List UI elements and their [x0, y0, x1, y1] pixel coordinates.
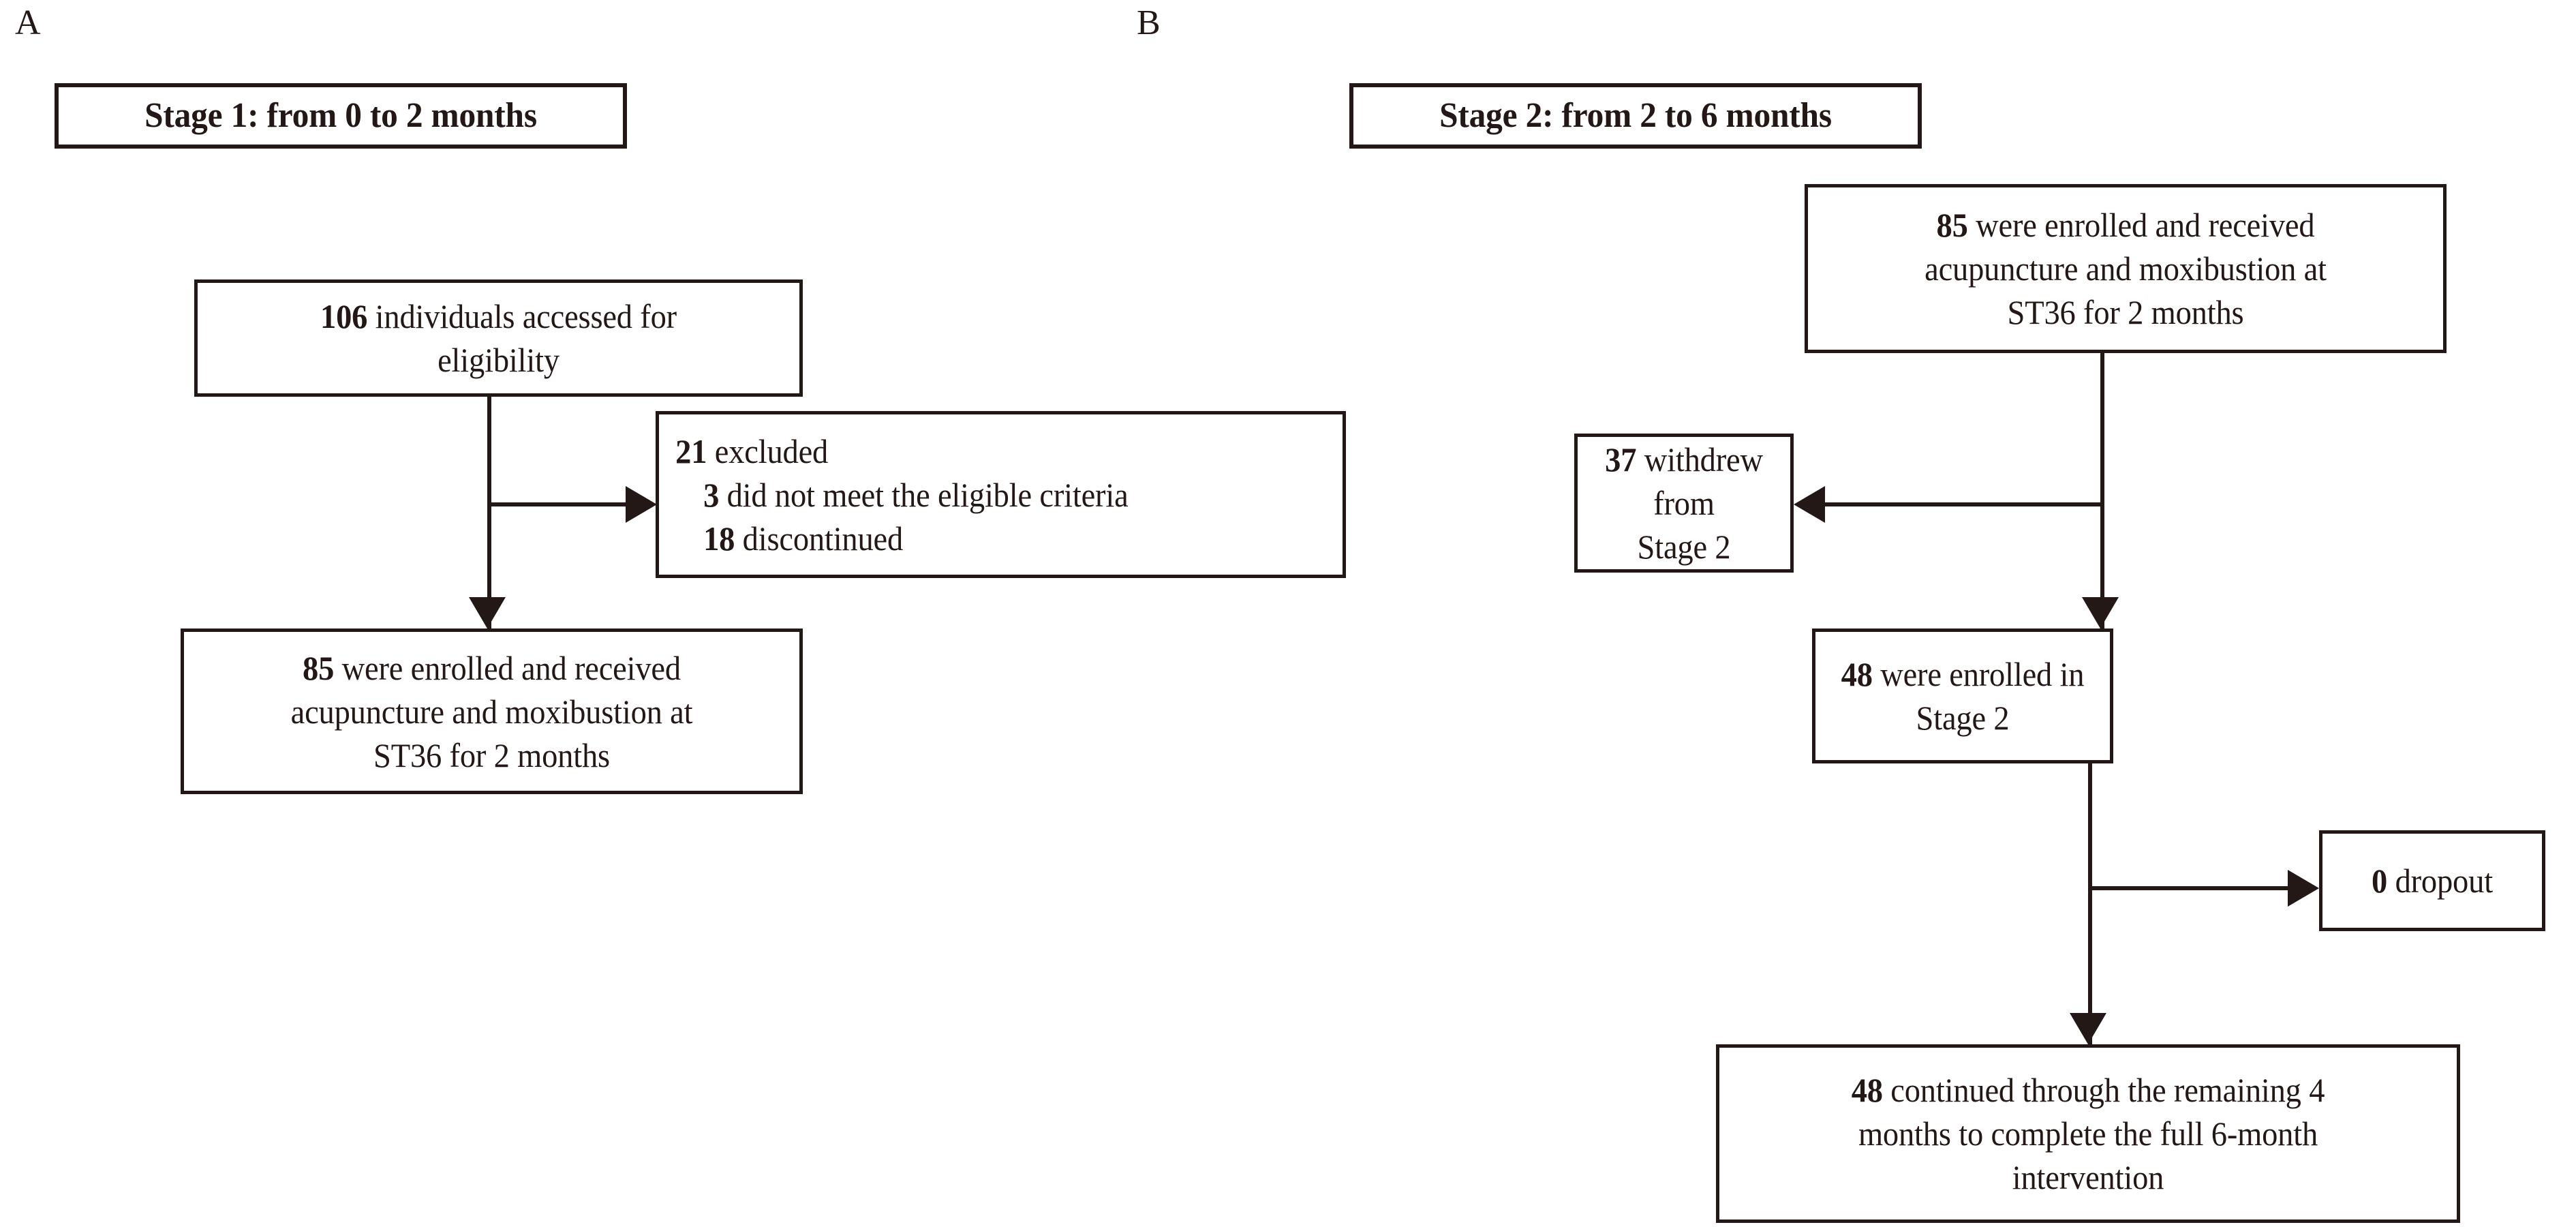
connector-b-withdrew-arrowhead-left: [1794, 486, 1825, 523]
stage-2-header-text: Stage 2: from 2 to 6 months: [1439, 95, 1832, 135]
stage-1-header-box: Stage 1: from 0 to 2 months: [55, 83, 627, 149]
connector-b2-arrowhead-down: [2070, 1013, 2106, 1044]
node-b-stage2-enrolled: 48 were enrolled in Stage 2: [1812, 628, 2113, 763]
stage-2-header-box: Stage 2: from 2 to 6 months: [1349, 83, 1922, 149]
panel-label-b: B: [1137, 3, 1161, 42]
connector-b2-vertical: [2088, 763, 2092, 1044]
connector-a-arrowhead-right: [626, 486, 657, 523]
connector-b-dropout-arrowhead-right: [2288, 870, 2319, 907]
connector-a-horizontal: [487, 502, 627, 506]
stage-1-header-text: Stage 1: from 0 to 2 months: [144, 95, 537, 135]
connector-b-dropout-horizontal: [2088, 886, 2290, 890]
connector-b1-arrowhead-down: [2082, 597, 2119, 628]
panel-label-a: A: [15, 3, 41, 42]
node-b-stage2-enrolled-text: 48 were enrolled in Stage 2: [1841, 655, 2085, 737]
connector-b-withdrew-horizontal: [1825, 502, 2104, 506]
connector-b1-vertical: [2100, 353, 2104, 628]
node-b-dropout: 0 dropout: [2319, 830, 2545, 931]
connector-a-arrowhead-down: [469, 597, 506, 628]
node-b-dropout-text: 0 dropout: [2372, 862, 2493, 900]
connector-a-vertical: [487, 397, 491, 628]
